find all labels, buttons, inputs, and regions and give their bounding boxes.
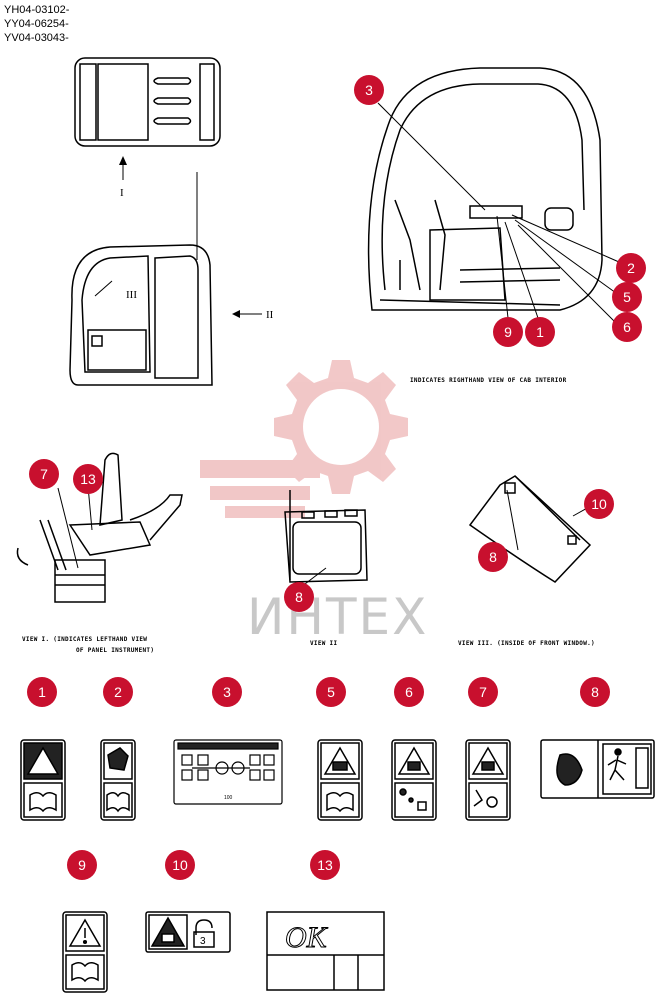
label-2-icon [100, 739, 136, 821]
arrow-view-ii-label: II [266, 309, 274, 321]
caption-cab-interior: INDICATES RIGHTHAND VIEW OF CAB INTERIOR [410, 377, 567, 384]
label-13-icon [266, 911, 385, 991]
callout-1: 1 [525, 317, 555, 347]
label-callout-13: 13 [310, 850, 340, 880]
part-code: YY04-06254- [4, 18, 69, 30]
cab-interior-drawing [367, 67, 603, 311]
part-code: YH04-03102- [4, 4, 70, 16]
callout-2: 2 [616, 253, 646, 283]
callout-6: 6 [612, 312, 642, 342]
arrow-view-iii-label: III [126, 289, 137, 301]
label-8-icon [540, 739, 655, 799]
label-callout-2: 2 [103, 677, 133, 707]
label-1-icon [20, 739, 66, 821]
callout-3: 3 [354, 75, 384, 105]
callout-7: 7 [29, 459, 59, 489]
watermark-text: ИНТЕХ [247, 588, 429, 646]
callout-9: 9 [493, 317, 523, 347]
callout-5: 5 [612, 282, 642, 312]
label-6-icon [391, 739, 437, 821]
label-callout-5: 5 [316, 677, 346, 707]
svg-text:3: 3 [200, 936, 206, 947]
label-callout-6: 6 [394, 677, 424, 707]
front-window-drawing [284, 490, 368, 583]
label-callout-3: 3 [212, 677, 242, 707]
label-3-footer: 100 [224, 795, 233, 801]
label-callout-1: 1 [27, 677, 57, 707]
seat-panel-drawing [16, 452, 183, 603]
label-5-icon [317, 739, 363, 821]
label-callout-10: 10 [165, 850, 195, 880]
caption-view-3: VIEW III. (INSIDE OF FRONT WINDOW.) [458, 640, 595, 647]
label-3-icon [173, 739, 283, 805]
label-callout-7: 7 [468, 677, 498, 707]
cab-side-drawing [69, 244, 213, 386]
label-callout-8: 8 [580, 677, 610, 707]
callout-10: 10 [584, 489, 614, 519]
caption-view-1-line1: VIEW I. (INDICATES LEFTHAND VIEW [22, 636, 148, 643]
label-callout-9: 9 [67, 850, 97, 880]
label-7-icon [465, 739, 511, 821]
callout-leader-lines [377, 102, 620, 323]
label-10-icon: 3 [145, 911, 231, 953]
part-code: YV04-03043- [4, 32, 69, 44]
ok-plate-text: ОК [285, 921, 329, 954]
label-9-icon [62, 911, 108, 993]
caption-view-2: VIEW II [310, 640, 338, 647]
callout-13: 13 [73, 464, 103, 494]
cab-roof-drawing [74, 57, 221, 147]
callout-8: 8 [478, 542, 508, 572]
callout-8: 8 [284, 582, 314, 612]
arrow-view-i-label: I [120, 187, 124, 199]
window-inside-drawing [468, 475, 592, 583]
part-number-header: YH04-03102- YY04-06254- YV04-03043- [4, 3, 69, 45]
caption-view-1-line2: OF PANEL INSTRUMENT) [76, 647, 155, 654]
watermark-gear-icon [200, 360, 408, 518]
